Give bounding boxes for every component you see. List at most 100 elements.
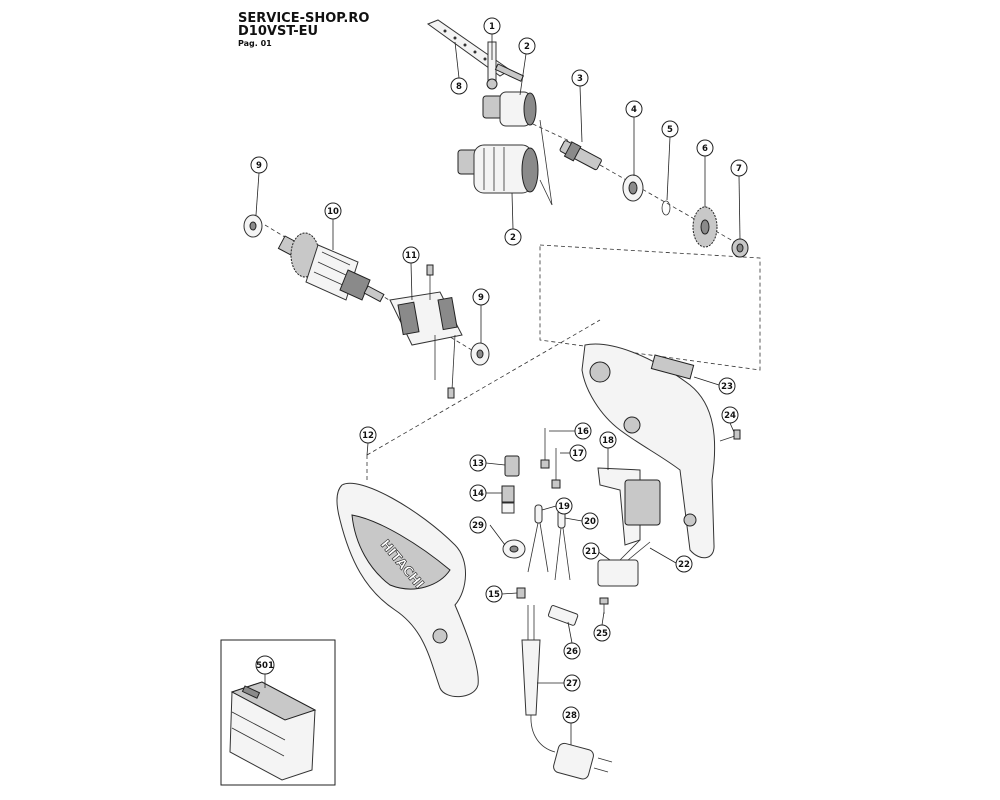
- callout-1: 1: [483, 17, 501, 35]
- callout-15: 15: [485, 585, 503, 603]
- chuck-bracket-line-2: [539, 119, 553, 206]
- svg-text:23: 23: [721, 382, 733, 392]
- callout-8: 8: [450, 77, 468, 95]
- shop-name: SERVICE-SHOP.RO: [238, 11, 370, 26]
- leader-5: [666, 136, 671, 201]
- leader-3: [579, 85, 583, 143]
- svg-text:13: 13: [472, 459, 484, 469]
- chuck-keyed: [482, 91, 537, 127]
- svg-text:19: 19: [558, 502, 570, 512]
- callout-21: 21: [582, 542, 600, 560]
- capacitor: [597, 539, 651, 587]
- svg-text:22: 22: [678, 560, 690, 570]
- svg-text:11: 11: [405, 251, 417, 261]
- callout-6: 6: [696, 139, 714, 157]
- callout-12: 12: [359, 426, 377, 444]
- callout-2a: 2: [518, 37, 536, 55]
- carbon-brush-16: [540, 428, 550, 469]
- callout-26: 26: [563, 642, 581, 660]
- callout-28: 28: [562, 706, 580, 724]
- svg-text:18: 18: [602, 436, 614, 446]
- screw-25: [599, 597, 609, 614]
- svg-text:25: 25: [596, 629, 608, 639]
- leader-2b: [511, 192, 514, 230]
- housing-half: [581, 343, 716, 559]
- svg-text:6: 6: [702, 144, 708, 154]
- cord-armor: [521, 605, 541, 716]
- stator: [389, 264, 463, 399]
- callout-24: 24: [721, 406, 739, 424]
- callout-14: 14: [469, 484, 487, 502]
- svg-text:9: 9: [478, 293, 484, 303]
- model-number: D10VST-EU: [238, 24, 319, 39]
- callout-9b: 9: [472, 288, 490, 306]
- switch: [597, 467, 661, 546]
- brush-holder: [501, 485, 515, 503]
- bearing-9-left: [243, 214, 263, 238]
- page-number: Pag. 01: [238, 39, 272, 48]
- svg-text:12: 12: [362, 431, 374, 441]
- svg-text:8: 8: [456, 82, 462, 92]
- leader-13: [485, 462, 506, 466]
- leader-7: [738, 175, 741, 240]
- svg-text:1: 1: [489, 22, 495, 32]
- svg-text:26: 26: [566, 647, 578, 657]
- brush-holder-base: [501, 502, 515, 514]
- gear: [692, 206, 718, 248]
- callout-7: 7: [730, 159, 748, 177]
- callout-9a: 9: [250, 156, 268, 174]
- svg-text:27: 27: [566, 679, 578, 689]
- svg-text:20: 20: [584, 517, 596, 527]
- leader-23: [693, 376, 720, 386]
- callout-13: 13: [469, 454, 487, 472]
- svg-text:4: 4: [631, 105, 637, 115]
- callout-27: 27: [563, 674, 581, 692]
- armature: [277, 232, 385, 303]
- leader-19: [541, 505, 557, 511]
- leader-9a: [255, 172, 260, 216]
- page-header: SERVICE-SHOP.RO D10VST-EU Pag. 01: [238, 12, 369, 48]
- callout-4: 4: [625, 100, 643, 118]
- leader-25: [601, 611, 605, 626]
- callout-29: 29: [469, 516, 487, 534]
- leader-12: [366, 442, 369, 456]
- callout-17: 17: [569, 444, 587, 462]
- leader-2a: [519, 53, 527, 96]
- callout-19: 19: [555, 497, 573, 515]
- leader-24: [729, 422, 735, 433]
- svg-text:24: 24: [724, 411, 736, 421]
- lead-wire-20: [554, 509, 571, 581]
- leader-22: [649, 547, 677, 564]
- leader-26: [567, 621, 573, 644]
- bearing-4: [622, 174, 644, 202]
- callout-18: 18: [599, 431, 617, 449]
- svg-text:2: 2: [524, 42, 530, 52]
- callout-2b: 2: [504, 228, 522, 246]
- power-cord-plug: [530, 714, 613, 780]
- svg-text:28: 28: [565, 711, 577, 721]
- bearing-7: [731, 238, 749, 258]
- carbon-brush-17: [551, 448, 561, 489]
- ferrite-core: [502, 539, 526, 559]
- assembly-guide-gear: [539, 244, 761, 371]
- callout-25: 25: [593, 624, 611, 642]
- svg-text:21: 21: [585, 547, 597, 557]
- spindle: [559, 140, 602, 171]
- callout-22: 22: [675, 555, 693, 573]
- svg-text:17: 17: [572, 449, 584, 459]
- callout-5: 5: [661, 120, 679, 138]
- cord-clamp: [547, 605, 579, 626]
- callout-20: 20: [581, 512, 599, 530]
- chuck-key: [486, 41, 525, 90]
- svg-text:10: 10: [327, 207, 339, 217]
- svg-text:501: 501: [256, 661, 274, 671]
- handle-housing: HITACHI: [336, 482, 479, 698]
- svg-text:7: 7: [736, 164, 742, 174]
- bearing-9-right: [470, 342, 490, 366]
- leader-29: [489, 524, 506, 546]
- retaining-ring: [661, 200, 671, 216]
- leader-11: [410, 262, 413, 301]
- svg-text:16: 16: [577, 427, 589, 437]
- callout-16: 16: [574, 422, 592, 440]
